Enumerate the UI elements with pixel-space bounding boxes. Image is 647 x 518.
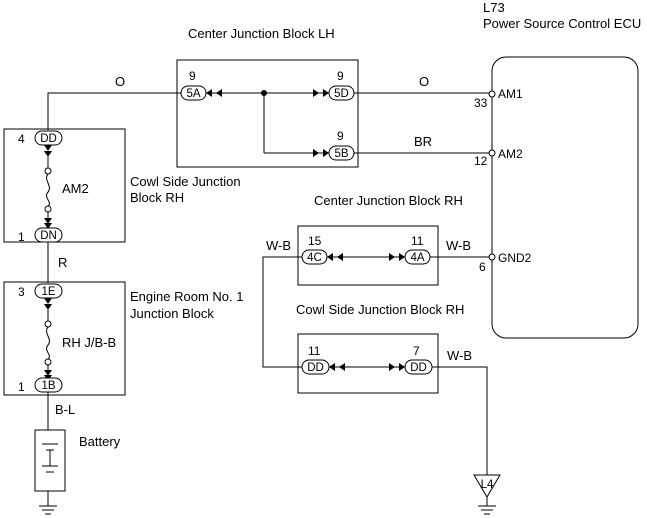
terminal-arrow-dd-right-b [389, 363, 395, 371]
ecu-pin-gnd2 [488, 253, 496, 261]
cowl-jb-left-bottom-pin: 1 [18, 230, 25, 244]
wire-wb-bottom-label: W-B [447, 348, 472, 363]
ecu-pin-gnd2-name: GND2 [498, 251, 532, 265]
connector-dd-left-label: DD [307, 362, 324, 374]
cowl-jb-left-title-2: Block RH [130, 190, 184, 205]
center-jb-lh-in-pin: 9 [189, 69, 196, 83]
center-jb-rh-box [297, 225, 439, 286]
wire-wb-bottom [432, 366, 488, 475]
engine-jb-title-2: Junction Block [130, 306, 214, 321]
wire-wb-gnd2-label: W-B [446, 238, 471, 253]
terminal-arrow-dd-left [329, 363, 335, 371]
cowl-jb-left-top-pin: 4 [18, 132, 25, 146]
center-jb-lh-box [176, 59, 359, 168]
center-jb-rh-right-pin: 11 [411, 234, 424, 248]
wire-wb-left-label: W-B [266, 238, 291, 253]
ecu-pin-am2-num: 12 [474, 154, 488, 168]
ecu-code: L73 [483, 0, 505, 15]
connector-4c-label: 4C [307, 252, 322, 264]
ecu-pin-am1-name: AM1 [498, 87, 523, 101]
wire-o-left [47, 92, 181, 130]
cowl-jb-lower-right-pin: 7 [413, 344, 420, 358]
engine-jb-bottom-pin: 1 [18, 380, 25, 394]
terminal-arrow-dn-b [44, 223, 52, 229]
cowl-jb-lower-left-pin: 11 [308, 344, 321, 358]
terminal-arrow-1e-b [44, 304, 52, 310]
terminal-arrow-dd-left-b [339, 363, 345, 371]
center-jb-lh-out1-pin: 9 [337, 69, 344, 83]
connector-1b-label: 1B [41, 380, 55, 392]
terminal-arrow-4a [399, 253, 405, 261]
wire-bl-label: B-L [55, 402, 75, 417]
ecu-pin-am2 [488, 149, 496, 157]
ecu-pin-am2-name: AM2 [498, 147, 523, 161]
terminal-arrow-dn [44, 218, 52, 224]
connector-5d-label: 5D [334, 88, 349, 100]
connector-4a-label: 4A [410, 252, 424, 264]
battery-body [34, 429, 66, 492]
fuse-am2-icon [46, 173, 50, 207]
engine-jb-top-pin: 3 [18, 285, 25, 299]
wire-o-left-label: O [115, 74, 125, 89]
wire-br-label: BR [414, 134, 432, 149]
fuse-rh-jb-b-terminal-bottom [44, 358, 52, 366]
ecu-pin-am1 [488, 90, 496, 98]
engine-jb-box [3, 281, 126, 396]
terminal-arrow-dd-right [399, 363, 405, 371]
terminal-arrow-4c-b [337, 253, 343, 261]
connector-1e-label: 1E [41, 286, 55, 298]
terminal-arrow-5a [206, 89, 212, 97]
fuse-rh-jb-b-terminal-top [44, 320, 52, 328]
connector-5a-label: 5A [186, 88, 200, 100]
terminal-arrow-dd-top [44, 145, 52, 151]
cowl-jb-left-box [3, 128, 126, 243]
center-jb-rh-left-pin: 15 [308, 234, 322, 248]
connector-dd-top-label: DD [40, 133, 57, 145]
fuse-am2-terminal-bottom [44, 205, 52, 213]
terminal-arrow-5d [323, 89, 329, 97]
terminal-arrow-dd-top-b [44, 151, 52, 157]
terminal-arrow-4a-b [389, 253, 395, 261]
fuse-rh-jb-b-icon [46, 326, 50, 360]
terminal-arrow-5a-b [216, 89, 222, 97]
battery-label: Battery [79, 434, 121, 449]
ecu-pin-gnd2-num: 6 [479, 260, 486, 274]
connector-dn-label: DN [40, 230, 57, 242]
center-jb-rh-title: Center Junction Block RH [314, 193, 463, 208]
terminal-arrow-5b-b [313, 149, 319, 157]
cowl-jb-left-title-1: Cowl Side Junction [130, 174, 241, 189]
ground-point-icon [473, 474, 501, 498]
ecu-name: Power Source Control ECU [483, 16, 641, 31]
ecu-body [491, 56, 639, 339]
engine-jb-title-1: Engine Room No. 1 [130, 289, 243, 304]
fuse-am2-label: AM2 [62, 181, 89, 196]
ground-point-label: L4 [481, 479, 494, 491]
ecu-pin-am1-num: 33 [474, 96, 488, 110]
wire-o-right-label: O [419, 74, 429, 89]
cowl-jb-lower-title: Cowl Side Junction Block RH [296, 302, 464, 317]
terminal-arrow-5b [323, 149, 329, 157]
wire-wb-left [262, 256, 302, 368]
terminal-arrow-1e [44, 298, 52, 304]
fuse-am2-terminal-top [44, 167, 52, 175]
terminal-arrow-5d-b [313, 89, 319, 97]
cowl-jb-lower-box [297, 333, 439, 394]
fuse-rh-jb-b-label: RH J/B-B [62, 335, 116, 350]
connector-5b-label: 5B [334, 148, 348, 160]
connector-dd-right-label: DD [410, 362, 427, 374]
center-jb-lh-out2-pin: 9 [337, 129, 344, 143]
terminal-arrow-1b [44, 370, 52, 376]
wire-r-label: R [58, 255, 67, 270]
center-jb-lh-title: Center Junction Block LH [188, 26, 335, 41]
terminal-arrow-4c [327, 253, 333, 261]
